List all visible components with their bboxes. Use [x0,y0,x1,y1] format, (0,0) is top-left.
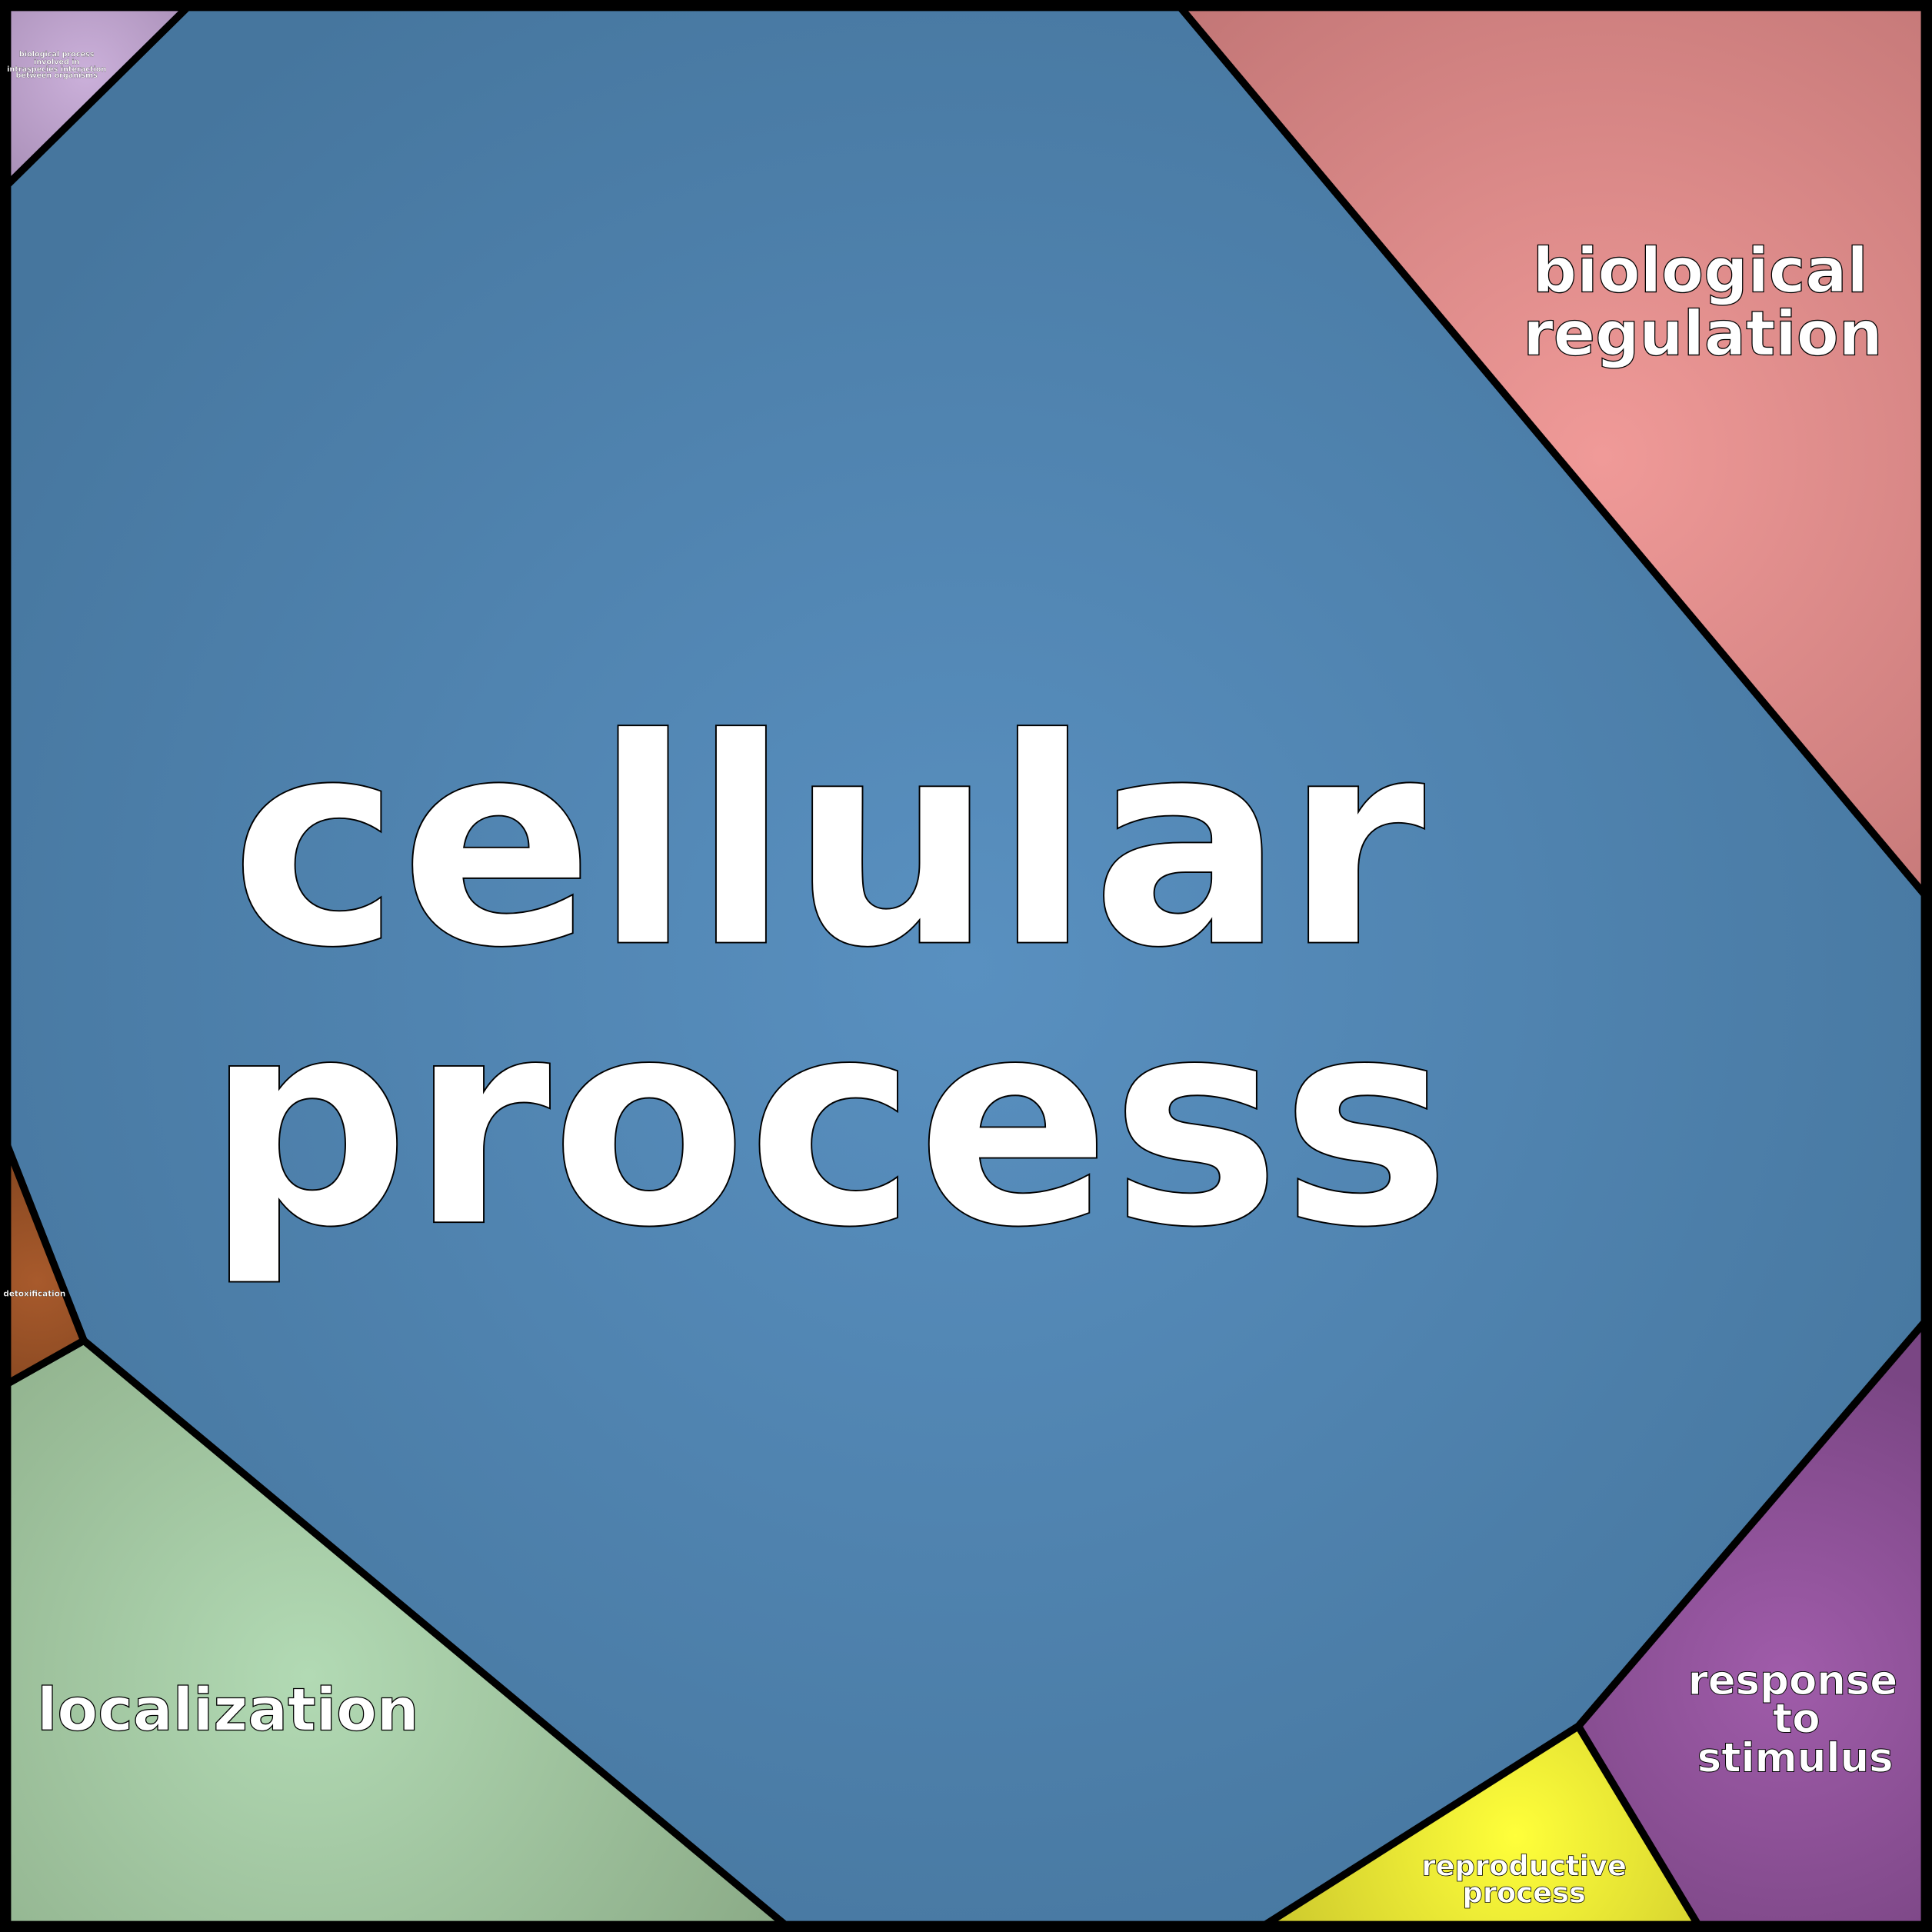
label-interspecies-3: intraspecies interaction [7,65,106,74]
label-stimulus: stimulus [1697,1735,1894,1782]
label-reproductive-process: process [1462,1877,1585,1910]
label-reproductive: reproductive [1421,1849,1627,1882]
label-interspecies-4: between organisms [15,72,98,80]
label-localization: localization [37,1676,419,1744]
label-interspecies-1: biological process [19,51,95,59]
label-cellular: cellular [231,678,1427,1011]
label-process: process [205,957,1451,1290]
label-interspecies-2: involved in [34,58,80,66]
label-response: response [1688,1657,1897,1704]
label-detoxification: detoxification [3,1289,65,1298]
label-biological: biological [1533,235,1868,307]
label-regulation: regulation [1523,298,1882,369]
label-to: to [1773,1695,1820,1742]
